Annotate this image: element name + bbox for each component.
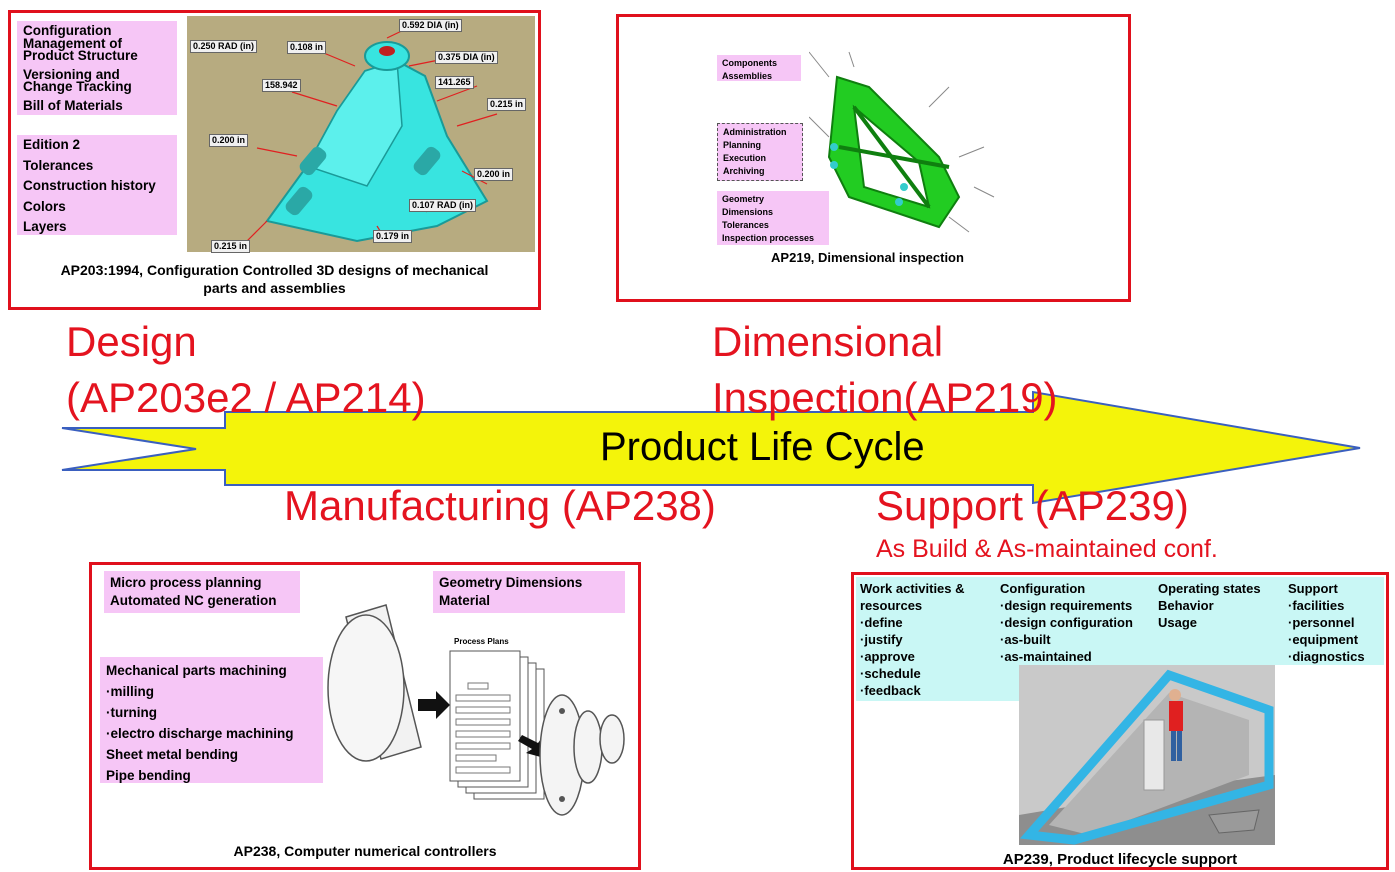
process-plans-label: Process Plans <box>454 637 509 646</box>
geometry-label: Geometry Dimensions Tolerances Inspectio… <box>717 191 829 245</box>
process-planning-label: Micro process planning Automated NC gene… <box>104 571 300 613</box>
manufacturing-panel: Micro process planning Automated NC gene… <box>89 562 641 870</box>
machining-label: Mechanical parts machining ·milling ·tur… <box>100 657 323 783</box>
manufacturing-caption: AP238, Computer numerical controllers <box>233 843 497 859</box>
dim-label: 0.179 in <box>373 230 413 243</box>
dim-label: 0.107 RAD (in) <box>409 199 477 212</box>
dim-label: 0.375 DIA (in) <box>435 51 498 64</box>
inspection-panel: Components Assemblies Administration Pla… <box>616 14 1131 302</box>
dim-label: 158.942 <box>262 79 301 92</box>
aircraft-wing-maintenance-icon <box>1019 665 1275 845</box>
support-stage-label: Support (AP239) <box>876 482 1189 529</box>
dim-label: 141.265 <box>435 76 474 89</box>
dim-label: 0.200 in <box>474 168 514 181</box>
manufacturing-stage-label: Manufacturing (AP238) <box>284 482 716 529</box>
support-items-label: Support ·facilities ·personnel ·equipmen… <box>1284 577 1384 665</box>
dim-label: 0.108 in <box>287 41 327 54</box>
support-panel: Work activities & resources ·define ·jus… <box>851 572 1389 870</box>
operating-states-label: Operating states Behavior Usage <box>1154 577 1284 665</box>
inspected-part-icon <box>809 51 995 233</box>
design-panel: Configuration Management of Product Stru… <box>8 10 541 310</box>
dim-label: 0.250 RAD (in) <box>190 40 258 53</box>
dim-label: 0.200 in <box>209 134 249 147</box>
cad-part-image: 0.592 DIA (in) 0.250 RAD (in) 0.108 in 0… <box>187 16 535 253</box>
design-caption: AP203:1994, Configuration Controlled 3D … <box>60 262 489 296</box>
design-stage-label: Design (AP203e2 / AP214) <box>66 318 426 421</box>
components-label: Components Assemblies <box>717 55 801 81</box>
workpiece-to-part-icon <box>327 604 625 816</box>
support-caption: AP239, Product lifecycle support <box>1002 851 1238 868</box>
dim-label: 0.215 in <box>211 240 251 253</box>
work-activities-label: Work activities & resources ·define ·jus… <box>856 577 1024 701</box>
arrow-label: Product Life Cycle <box>600 425 925 469</box>
edition-features-label: Edition 2 Tolerances Construction histor… <box>17 135 177 235</box>
inspection-caption: AP219, Dimensional inspection <box>771 250 964 265</box>
inspection-stage-label: Dimensional Inspection(AP219) <box>712 318 1058 421</box>
dim-label: 0.215 in <box>487 98 527 111</box>
mechanical-part-icon <box>246 25 498 243</box>
support-subtitle: As Build & As-maintained conf. <box>876 535 1218 563</box>
administration-label: Administration Planning Execution Archiv… <box>717 123 803 181</box>
geometry-material-label: Geometry Dimensions Material <box>433 571 625 613</box>
config-management-label: Configuration Management of Product Stru… <box>17 21 177 115</box>
dim-label: 0.592 DIA (in) <box>399 19 462 32</box>
